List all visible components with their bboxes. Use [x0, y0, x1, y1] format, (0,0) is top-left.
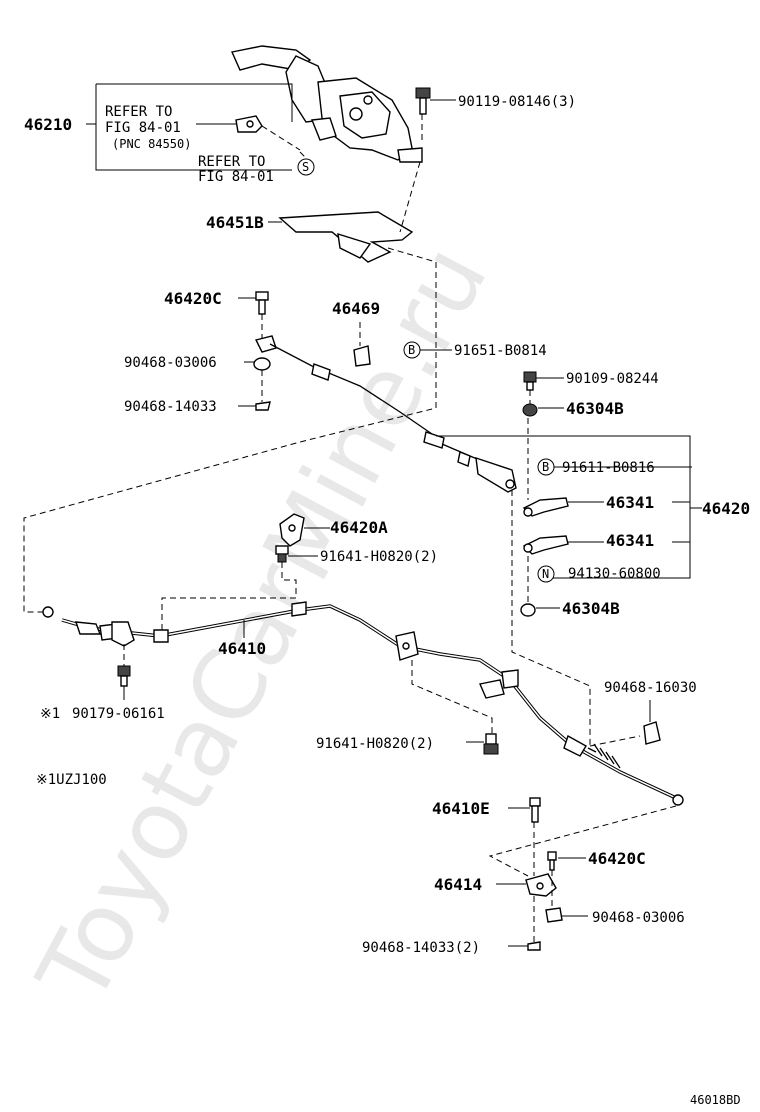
pin-46420c-top — [238, 291, 269, 315]
label-46341-a: 46341 — [606, 493, 654, 512]
clip-90468-14033-top — [238, 401, 271, 411]
label-46469: 46469 — [332, 299, 380, 318]
circle-mark-b-top: B — [403, 341, 421, 359]
svg-text:B: B — [408, 343, 415, 357]
equalizer-46341-b — [522, 535, 604, 555]
label-46451b: 46451B — [206, 213, 264, 232]
label-46420c-top: 46420C — [164, 289, 222, 308]
label-90468-03006-top: 90468-03006 — [124, 355, 217, 371]
parking-brake-lever-assembly — [231, 45, 423, 163]
bolt-91641-h0820-bottom — [466, 733, 499, 755]
label-46210: 46210 — [24, 115, 72, 134]
note-1uzj100: ※1UZJ100 — [36, 772, 107, 788]
circle-mark-n: N — [537, 565, 555, 583]
washer-90468-03006-top — [244, 357, 271, 371]
nut-46304b-bottom — [520, 603, 560, 617]
label-90119-08146: 90119-08146(3) — [458, 94, 576, 110]
clip-90468-14033-bottom — [508, 941, 541, 951]
label-46341-b: 46341 — [606, 531, 654, 550]
circle-mark-s: S — [297, 158, 315, 176]
circle-mark-b-mid: B — [537, 458, 555, 476]
label-46420a: 46420A — [330, 518, 388, 537]
label-91651-b0814: 91651-B0814 — [454, 343, 547, 359]
label-46410e: 46410E — [432, 799, 490, 818]
equalizer-46341-a — [522, 497, 604, 517]
label-46420: 46420 — [702, 499, 750, 518]
label-refer1-line2: FIG 84-01 — [105, 120, 181, 136]
refer-box-46210 — [86, 83, 301, 171]
label-91641-h0820-top: 91641-H0820(2) — [320, 549, 438, 565]
label-90468-14033-bottom: 90468-14033(2) — [362, 940, 480, 956]
front-cable-46420 — [254, 335, 517, 493]
label-46304b-bottom: 46304B — [562, 599, 620, 618]
label-refer1-line3: (PNC 84550) — [112, 137, 191, 151]
svg-text:S: S — [302, 160, 309, 174]
clip-90468-16030 — [643, 721, 661, 745]
svg-text:B: B — [542, 460, 549, 474]
label-90468-03006-bottom: 90468-03006 — [592, 910, 685, 926]
washer-90468-03006-bottom — [545, 907, 588, 923]
label-94130-60800: 94130-60800 — [568, 566, 661, 582]
label-91611-b0816: 91611-B0816 — [562, 460, 655, 476]
label-refer2-line2: FIG 84-01 — [198, 169, 274, 185]
label-90468-16030: 90468-16030 — [604, 680, 697, 696]
label-46420c-bottom: 46420C — [588, 849, 646, 868]
figure-code: 46018BD — [690, 1093, 741, 1107]
label-46304b-top: 46304B — [566, 399, 624, 418]
rear-cable-46410 — [42, 601, 684, 806]
label-46414: 46414 — [434, 875, 482, 894]
label-46410: 46410 — [218, 639, 266, 658]
bolt-90179-06161 — [117, 665, 131, 700]
bolt-91641-h0820-top — [275, 545, 318, 563]
label-90179-06161: 90179-06161 — [72, 706, 165, 722]
clip-46469 — [353, 345, 371, 367]
label-mark1: ※1 — [40, 706, 60, 722]
label-refer2-line1: REFER TO — [198, 154, 265, 170]
label-refer1-line1: REFER TO — [105, 104, 172, 120]
pin-46420c-bottom — [547, 851, 586, 871]
label-91641-h0820-bottom: 91641-H0820(2) — [316, 736, 434, 752]
pin-46410e — [508, 797, 541, 823]
bracket-46451b — [278, 211, 414, 263]
label-90109-08244: 90109-08244 — [566, 371, 659, 387]
label-90468-14033-top: 90468-14033 — [124, 399, 217, 415]
bolt-90119-08146 — [415, 87, 456, 115]
bracket-46414 — [496, 873, 557, 897]
svg-text:N: N — [542, 567, 549, 581]
nut-46304b-top — [522, 403, 564, 417]
bolt-90109-08244 — [523, 371, 564, 391]
bracket-46420a — [279, 513, 330, 547]
